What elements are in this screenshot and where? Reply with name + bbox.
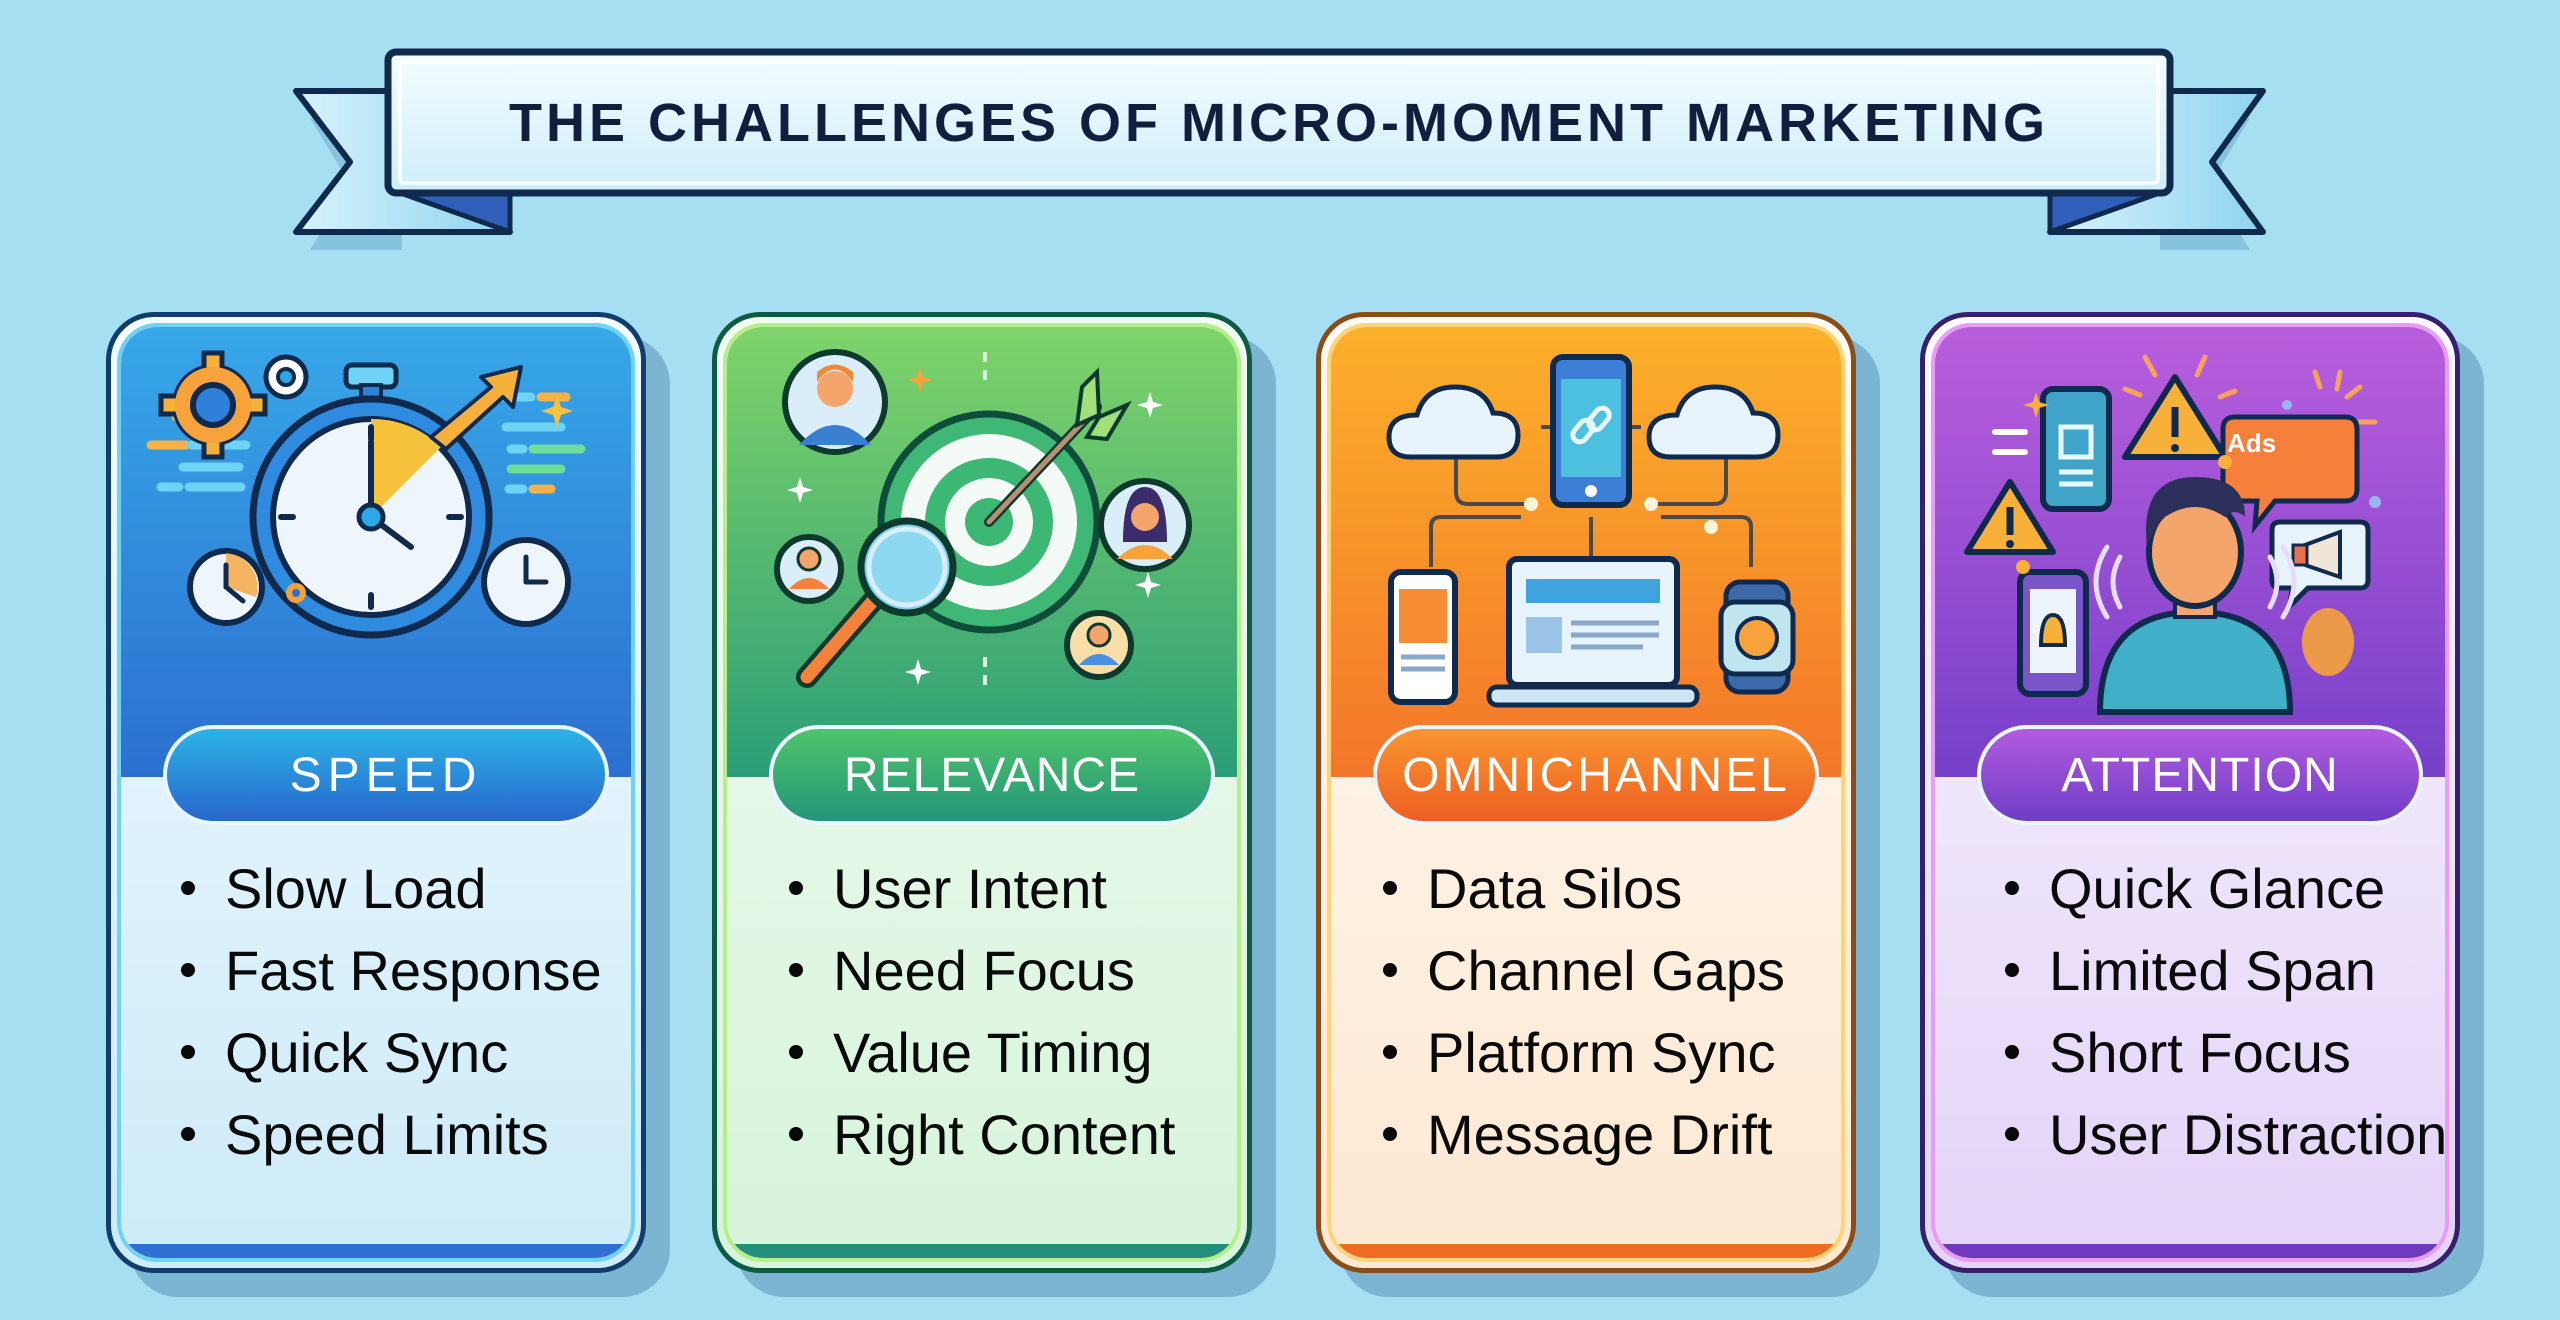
user-avatar	[782, 349, 888, 455]
bullet-list: User Intent Need Focus Value Timing Righ…	[789, 847, 1175, 1175]
list-item: Message Drift	[1383, 1093, 1785, 1175]
bullet-icon	[1383, 963, 1397, 977]
warning-icon	[2122, 374, 2228, 460]
link-icon	[1570, 405, 1612, 445]
bullet-icon	[789, 963, 803, 977]
user-avatar	[1064, 610, 1134, 680]
category-pill-attention: ATTENTION	[1977, 725, 2423, 825]
ads-label: Ads	[2227, 428, 2276, 458]
bullet-icon	[1383, 881, 1397, 895]
user-avatar	[1098, 478, 1192, 572]
target-icon	[774, 349, 1192, 692]
card-relevance: RELEVANCE User Intent Need Focus Value T…	[712, 312, 1252, 1273]
bullet-icon	[789, 881, 803, 895]
bullet-icon	[2005, 963, 2019, 977]
list-item: Fast Response	[181, 929, 602, 1011]
list-item: Data Silos	[1383, 847, 1785, 929]
list-item: Limited Span	[2005, 929, 2445, 1011]
bullet-icon	[181, 1127, 195, 1141]
category-pill-omnichannel: OMNICHANNEL	[1373, 725, 1819, 825]
list-item: Platform Sync	[1383, 1011, 1785, 1093]
page-title: THE CHALLENGES OF MICRO-MOMENT MARKETING	[509, 92, 2049, 153]
bullet-icon	[181, 1045, 195, 1059]
card-attention: Ads	[1920, 312, 2460, 1273]
card-speed: SPEED Slow Load Fast Response Quick Sync…	[106, 312, 646, 1273]
bullet-list: Slow Load Fast Response Quick Sync Speed…	[181, 847, 602, 1175]
bullet-icon	[789, 1045, 803, 1059]
list-item: User Distraction	[2005, 1093, 2445, 1175]
gear-icon	[158, 350, 268, 460]
distracted-user-icon: Ads	[1964, 354, 2381, 715]
list-item: Right Content	[789, 1093, 1175, 1175]
title-banner: THE CHALLENGES OF MICRO-MOMENT MARKETING	[0, 0, 2560, 260]
list-item: Need Focus	[789, 929, 1175, 1011]
list-item: Quick Glance	[2005, 847, 2445, 929]
stopwatch-icon	[146, 350, 586, 639]
connected-devices-icon	[1386, 354, 1796, 708]
list-item: Value Timing	[789, 1011, 1175, 1093]
bullet-list: Quick Glance Limited Span Short Focus Us…	[2005, 847, 2445, 1175]
list-item: Channel Gaps	[1383, 929, 1785, 1011]
category-pill-speed: SPEED	[163, 725, 609, 825]
card-omnichannel: OMNICHANNEL Data Silos Channel Gaps Plat…	[1316, 312, 1856, 1273]
bullet-icon	[2005, 1045, 2019, 1059]
list-item: Quick Sync	[181, 1011, 602, 1093]
bullet-icon	[1383, 1127, 1397, 1141]
cloud-icon	[1386, 384, 1781, 460]
category-title: ATTENTION	[2061, 748, 2339, 802]
list-item: Speed Limits	[181, 1093, 602, 1175]
bullet-icon	[181, 963, 195, 977]
bullet-icon	[1383, 1045, 1397, 1059]
ribbon-shape	[293, 48, 2266, 250]
category-title: RELEVANCE	[843, 748, 1141, 802]
list-item: Short Focus	[2005, 1011, 2445, 1093]
warning-icon	[1964, 479, 2056, 555]
list-item: Slow Load	[181, 847, 602, 929]
user-avatar	[2096, 477, 2294, 715]
bullet-icon	[2005, 881, 2019, 895]
bullet-icon	[2005, 1127, 2019, 1141]
list-item: User Intent	[789, 847, 1175, 929]
category-title: OMNICHANNEL	[1402, 748, 1790, 802]
category-title: SPEED	[289, 748, 483, 802]
bullet-icon	[181, 881, 195, 895]
category-pill-relevance: RELEVANCE	[769, 725, 1215, 825]
bullet-icon	[789, 1127, 803, 1141]
bullet-list: Data Silos Channel Gaps Platform Sync Me…	[1383, 847, 1785, 1175]
user-avatar	[774, 534, 844, 604]
